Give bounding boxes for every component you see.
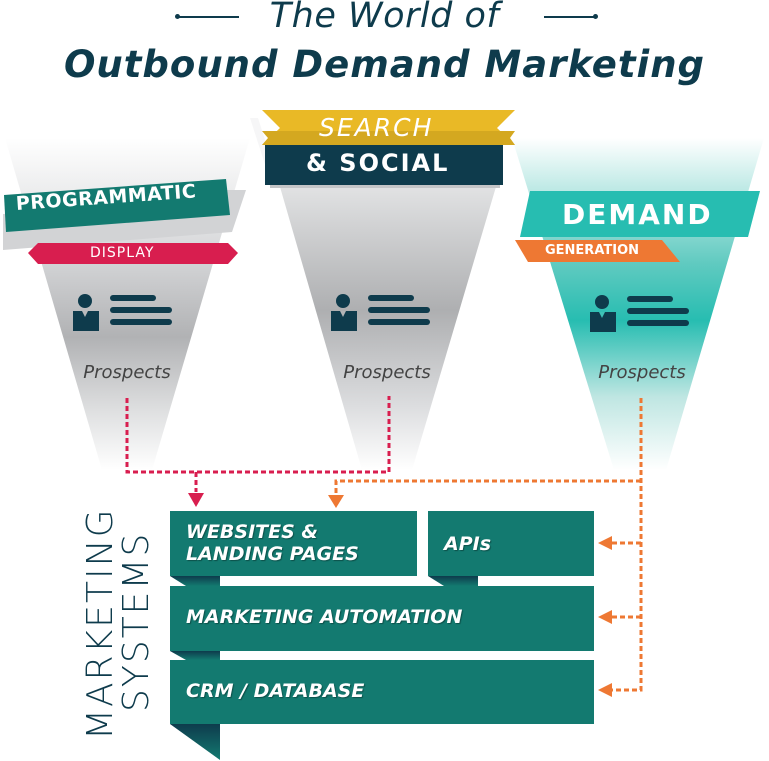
title-rule-dot-right bbox=[593, 14, 598, 19]
social-banner bbox=[265, 145, 503, 185]
prospect-profile-icon bbox=[331, 294, 430, 331]
box-fold bbox=[170, 576, 220, 586]
programmatic-banner bbox=[4, 179, 230, 232]
prospects-label-programmatic: Prospects bbox=[83, 362, 171, 383]
box-websites-bg bbox=[170, 511, 417, 576]
social-label: & SOCIAL bbox=[306, 149, 450, 177]
funnel-demand-generation bbox=[512, 138, 764, 470]
prospect-profile-icon bbox=[590, 295, 689, 332]
demand-label: DEMAND bbox=[562, 198, 713, 231]
box-fold bbox=[428, 576, 478, 586]
page-title: Outbound Demand Marketing bbox=[63, 43, 706, 86]
marketing-systems-label-line1: MARKETING bbox=[80, 507, 121, 741]
display-label: DISPLAY bbox=[90, 245, 155, 261]
prospect-profile-icon bbox=[73, 294, 172, 331]
arrow-down-icon bbox=[188, 493, 204, 507]
arrow-down-icon bbox=[328, 495, 344, 508]
websites-box[interactable]: WEBSITES & LANDING PAGES bbox=[186, 521, 359, 565]
title-rule-left bbox=[177, 16, 239, 18]
crm-database-box[interactable]: CRM / DATABASE bbox=[186, 680, 365, 702]
arrow-left-icon bbox=[598, 610, 612, 624]
search-ribbon-shade bbox=[262, 131, 515, 145]
prospects-label-demand-generation: Prospects bbox=[598, 362, 686, 383]
search-label: SEARCH bbox=[319, 113, 434, 142]
arrow-left-icon bbox=[598, 536, 612, 550]
social-banner-shadow bbox=[270, 185, 500, 188]
marketing-automation-box[interactable]: MARKETING AUTOMATION bbox=[186, 606, 463, 628]
prospects-label-search-social: Prospects bbox=[343, 362, 431, 383]
websites-line2: LANDING PAGES bbox=[186, 543, 359, 565]
box-crm-bg bbox=[170, 660, 594, 724]
generation-tag bbox=[515, 240, 680, 262]
websites-line1: WEBSITES & bbox=[186, 521, 318, 543]
marketing-systems-label-line2: SYSTEMS bbox=[116, 531, 157, 712]
box-fold bbox=[170, 651, 220, 660]
arrow-left-icon bbox=[598, 683, 612, 697]
display-ribbon bbox=[28, 243, 238, 264]
generation-label: GENERATION bbox=[545, 243, 640, 258]
box-marketing-automation-bg bbox=[170, 586, 594, 651]
demand-banner bbox=[520, 191, 760, 237]
apis-box[interactable]: APIs bbox=[444, 533, 492, 555]
title-rule-right bbox=[544, 16, 596, 18]
flow-lines bbox=[125, 396, 643, 692]
box-fold bbox=[170, 724, 220, 760]
box-apis-bg bbox=[428, 511, 594, 576]
title-line-1: The World of bbox=[269, 0, 500, 36]
